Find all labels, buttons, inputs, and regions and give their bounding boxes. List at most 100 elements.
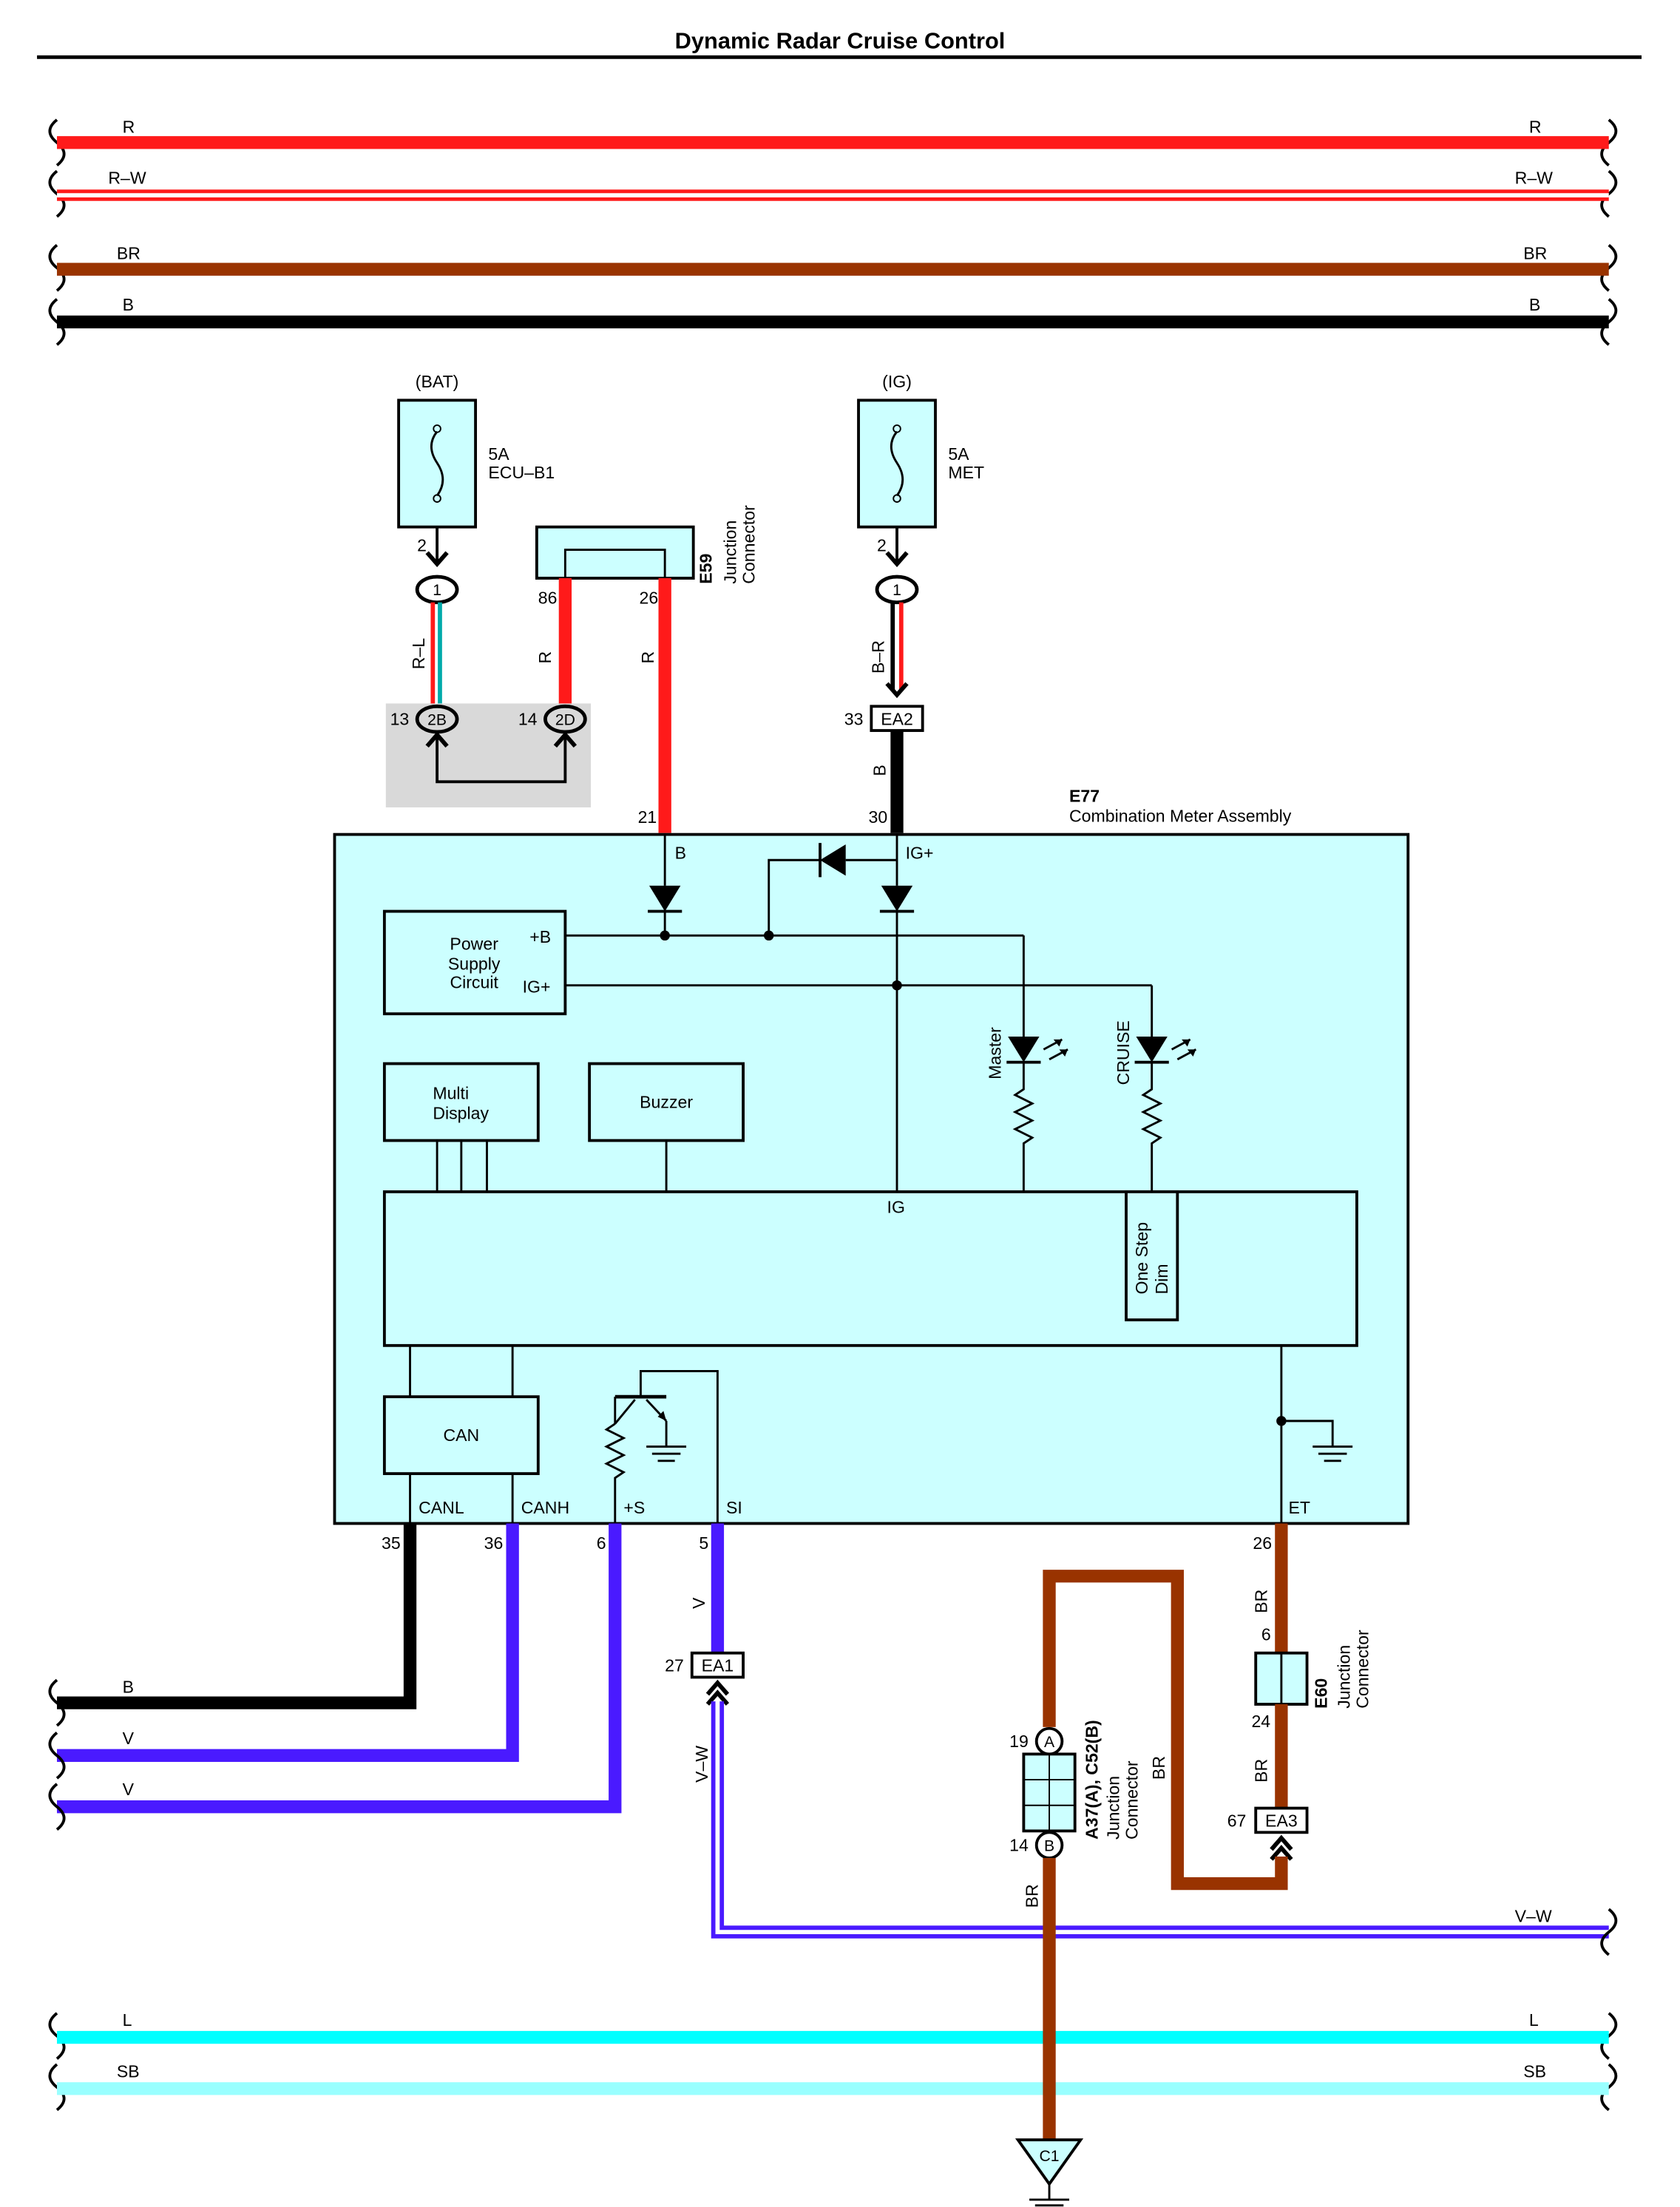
bottom-buses: L L SB SB: [48, 2010, 1618, 2112]
ground-c1: C1: [1015, 2138, 1084, 2207]
fuse-bat-pin: 2: [417, 535, 427, 555]
wire-r1-label: R: [535, 651, 555, 664]
e77-name: Combination Meter Assembly: [1069, 806, 1292, 825]
master-label: Master: [986, 1027, 1005, 1079]
a37-pin-a: 19: [1009, 1732, 1029, 1751]
one-step-dim-line-1: One Step: [1132, 1222, 1151, 1295]
master-led: [1008, 1037, 1040, 1062]
bus-vw-label: V–W: [1515, 1907, 1552, 1926]
power-supply-line-1: Power: [450, 935, 498, 954]
e59-desc-2: Connector: [739, 505, 758, 584]
cruise-led: [1136, 1037, 1168, 1062]
canh-label: CANH: [521, 1498, 569, 1517]
e77-code: E77: [1069, 786, 1100, 805]
bus-rw-label-right: R–W: [1515, 169, 1554, 188]
pin-si: 5: [699, 1533, 708, 1553]
conn-2b: 2B: [427, 711, 447, 728]
fuse-ig: (IG) 5A MET 2 1: [857, 372, 984, 605]
bus-r-label-left: R: [123, 117, 135, 136]
fuse-bat: (BAT) 5A ECU–B1 2 1: [397, 372, 555, 605]
power-supply-circuit: [382, 909, 567, 1016]
e59-desc-1: Junction: [720, 521, 739, 584]
fuse-ig-source: (IG): [882, 372, 912, 391]
ea3-connector: [1254, 1806, 1309, 1834]
e60-desc-1: Junction: [1334, 1645, 1353, 1709]
power-supply-line-2: Supply: [448, 955, 501, 974]
e77-pin-b: 21: [638, 807, 657, 827]
one-step-dim-line-2: Dim: [1152, 1264, 1171, 1294]
fuse-ig-conn: 1: [892, 582, 901, 599]
bus-b-label-left: B: [123, 295, 134, 314]
can-block: [382, 1395, 540, 1476]
si-label: SI: [726, 1498, 742, 1517]
bus-sb-label-right: SB: [1523, 2061, 1546, 2081]
wire-rl-label: R–L: [409, 638, 428, 670]
fuse-bat-name: ECU–B1: [488, 463, 555, 482]
bus-l-label-right: L: [1529, 2010, 1539, 2030]
e59-junction-connector: 86 26 E59 Junction Connector: [535, 505, 758, 608]
bus-r-label-right: R: [1529, 117, 1542, 136]
a37-code: A37(A), C52(B): [1083, 1720, 1102, 1840]
bus-br-label-left: BR: [117, 244, 140, 263]
page-title: Dynamic Radar Cruise Control: [675, 28, 1006, 54]
buzzer-label: Buzzer: [640, 1092, 693, 1111]
wire-r2-label: R: [638, 651, 657, 664]
e60-pin-b: 24: [1251, 1712, 1270, 1731]
c1-label: C1: [1040, 2148, 1060, 2165]
bus-b-label-right: B: [1529, 295, 1540, 314]
a37-junction-connector: A 19 B 14 A37(A), C52(B) Junction Connec…: [1009, 1720, 1141, 1859]
ea2-code: EA2: [881, 709, 913, 728]
fuse-bat-conn: 1: [433, 582, 441, 599]
conn-2b-pin: 13: [390, 709, 410, 728]
bus-br-label-right: BR: [1523, 244, 1547, 263]
ea3-code: EA3: [1265, 1811, 1298, 1831]
br-label-2: BR: [1252, 1759, 1271, 1783]
pin-canl: 35: [382, 1533, 401, 1553]
e77-pin-ig: 30: [869, 807, 888, 827]
e59-code: E59: [697, 554, 716, 584]
fuse-ig-name: MET: [948, 463, 984, 482]
cruise-label: CRUISE: [1114, 1020, 1133, 1085]
ig-label: IG: [887, 1198, 905, 1217]
a37-desc-2: Connector: [1122, 1760, 1141, 1840]
fuse-ig-rating: 5A: [948, 444, 969, 464]
e60-desc-2: Connector: [1352, 1630, 1372, 1709]
fuse-bat-rating: 5A: [488, 444, 509, 464]
ea2-pin: 33: [844, 709, 864, 728]
ps-ig-label: IG+: [523, 977, 551, 996]
conn-a: A: [1044, 1734, 1055, 1751]
meter-logic-block: [382, 1190, 1358, 1347]
conn-2d: 2D: [555, 711, 575, 728]
can-label: CAN: [443, 1425, 479, 1445]
term-b: B: [675, 843, 686, 862]
ea3-pin: 67: [1227, 1811, 1247, 1831]
ps-b-label: +B: [529, 927, 551, 946]
conn-b: B: [1044, 1837, 1054, 1854]
ea1-code: EA1: [702, 1656, 734, 1675]
e60-pin-a: 6: [1261, 1624, 1271, 1644]
bus-l-label-left: L: [123, 2010, 132, 2030]
wire-b-label: B: [870, 765, 890, 776]
v-wire-label: V: [689, 1597, 708, 1609]
power-supply-line-3: Circuit: [450, 973, 498, 992]
one-step-dim: [1125, 1190, 1179, 1322]
ea1-pin: 27: [665, 1656, 684, 1675]
e77-combination-meter: B IG+ Power Supply Circuit +B IG+: [333, 833, 1410, 1525]
fuse-ig-pin: 2: [877, 535, 887, 555]
lower-v2-label: V: [123, 1780, 135, 1799]
br-label-1: BR: [1252, 1590, 1271, 1613]
e59-pin-a: 86: [538, 589, 558, 608]
ea2-connector: [870, 705, 924, 732]
bus-sb-label-left: SB: [117, 2061, 140, 2081]
multi-display-line-2: Display: [433, 1104, 489, 1123]
lower-left-wires: B V V: [48, 1523, 622, 1831]
br-label-4: BR: [1023, 1884, 1042, 1908]
gray-connector-area: 2B 13 2D 14: [385, 703, 592, 808]
conn-2d-pin: 14: [518, 709, 538, 728]
e60-code: E60: [1311, 1678, 1330, 1709]
pin-s: 6: [597, 1533, 606, 1553]
br-label-3: BR: [1149, 1756, 1168, 1780]
plus-s-label: +S: [623, 1498, 645, 1517]
pin-et: 26: [1253, 1533, 1272, 1553]
wire-br-label: B–R: [869, 640, 888, 674]
